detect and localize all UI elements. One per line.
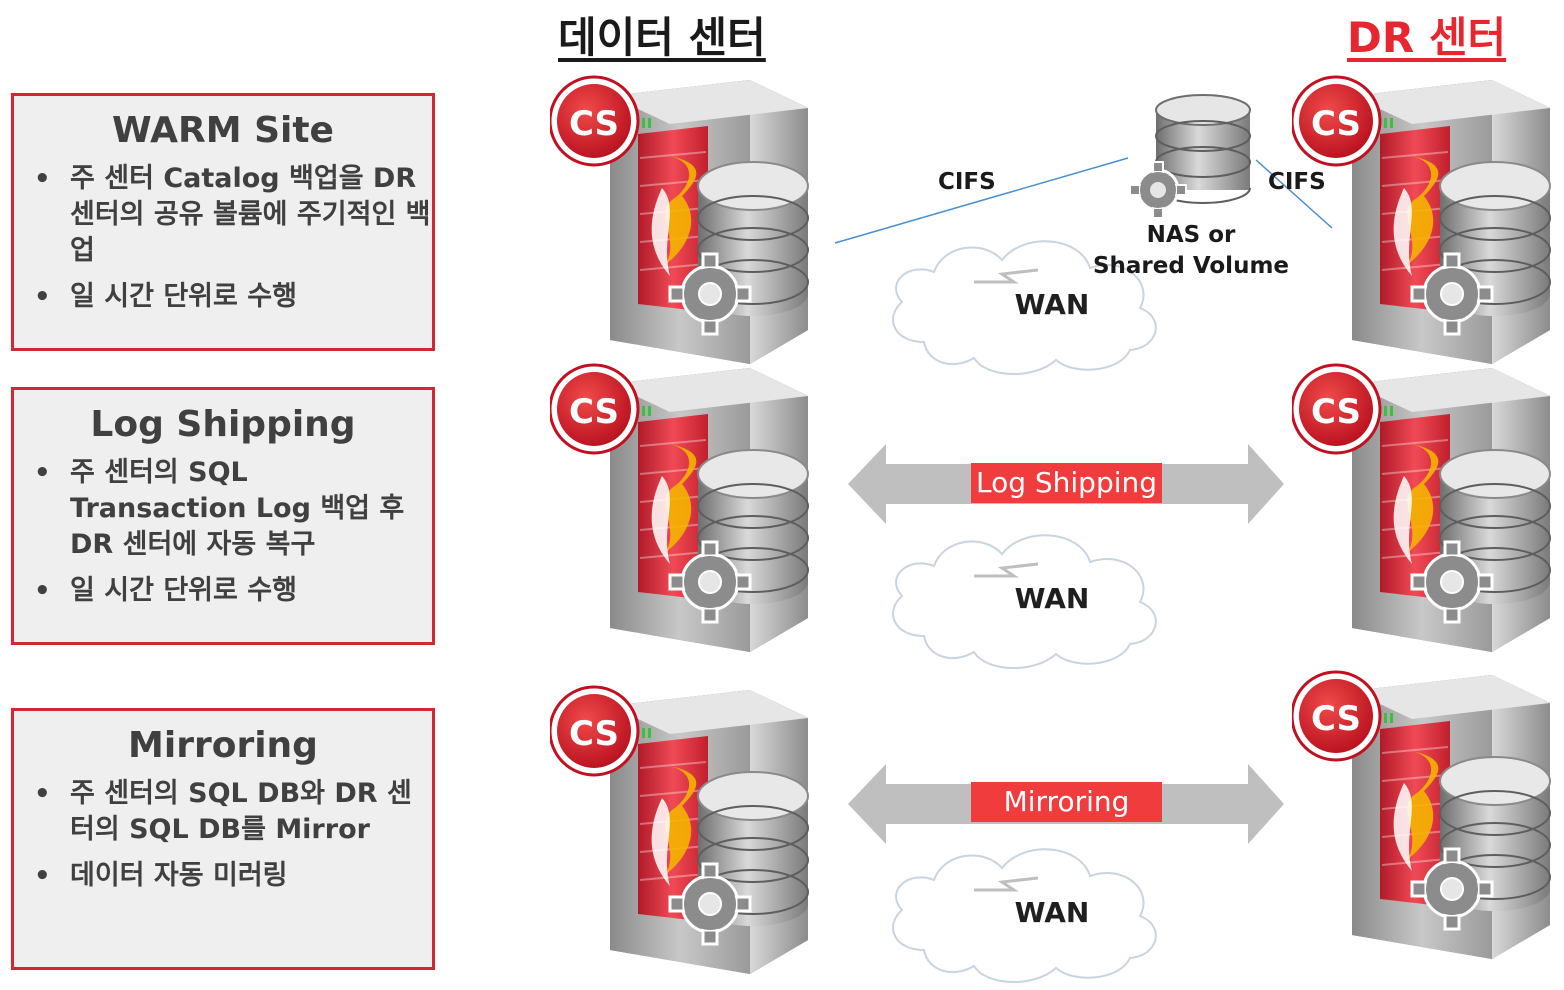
cifs-line-left [834, 157, 1129, 244]
mirroring-link-label: Mirroring [971, 782, 1162, 822]
server-icon: CS [550, 75, 810, 366]
mirroring-box: Mirroring 주 센터의 SQL DB와 DR 센터의 SQL DB를 M… [11, 708, 435, 970]
mirroring-title: Mirroring [128, 725, 318, 766]
log-shipping-box: Log Shipping 주 센터의 SQL Transaction Log 백… [11, 387, 435, 645]
cs-badge: CS [569, 392, 619, 432]
log-shipping-bullet: 일 시간 단위로 수행 [34, 573, 432, 609]
warm-site-bullet: 주 센터 Catalog 백업을 DR 센터의 공유 볼륨에 주기적인 백업 [34, 161, 432, 269]
log-shipping-link-label: Log Shipping [971, 463, 1162, 503]
lightning-icon [974, 876, 1039, 892]
cs-badge: CS [1311, 104, 1361, 144]
data-center-header: 데이터 센터 [558, 13, 766, 62]
mirroring-bullet: 주 센터의 SQL DB와 DR 센터의 SQL DB를 Mirror [34, 776, 432, 848]
wan-link: WAN [974, 876, 1090, 929]
lightning-icon [974, 268, 1039, 284]
server-icon: CS [1292, 363, 1552, 654]
mirroring-bullets: 주 센터의 SQL DB와 DR 센터의 SQL DB를 Mirror 데이터 … [14, 776, 432, 894]
nas-label: NAS or Shared Volume [1088, 220, 1294, 282]
server-icon: CS [550, 685, 810, 976]
dr-center-header: DR 센터 [1347, 13, 1507, 62]
wan-label: WAN [1015, 896, 1090, 929]
cs-badge: CS [569, 104, 619, 144]
cifs-line-right [1255, 159, 1333, 229]
cs-badge: CS [1311, 392, 1361, 432]
wan-link: WAN [974, 268, 1090, 321]
cifs-label-left: CIFS [938, 169, 996, 195]
cifs-label-right: CIFS [1268, 169, 1326, 195]
log-shipping-bullet: 주 센터의 SQL Transaction Log 백업 후 DR 센터에 자동… [34, 455, 432, 563]
cs-badge: CS [569, 714, 619, 754]
wan-label: WAN [1015, 582, 1090, 615]
warm-site-bullet: 일 시간 단위로 수행 [34, 279, 432, 315]
nas-storage-icon [1129, 94, 1251, 219]
cs-badge: CS [1311, 699, 1361, 739]
wan-label: WAN [1015, 288, 1090, 321]
diagram-connectors [834, 157, 1333, 244]
warm-site-title: WARM Site [112, 110, 334, 151]
log-shipping-bullets: 주 센터의 SQL Transaction Log 백업 후 DR 센터에 자동… [14, 455, 432, 609]
nas-label-line1: NAS or [1146, 222, 1236, 248]
server-icon: CS [1292, 670, 1552, 961]
lightning-icon [974, 562, 1039, 578]
wan-link: WAN [974, 562, 1090, 615]
server-icon: CS [550, 363, 810, 654]
server-icon: CS [1292, 75, 1552, 366]
warm-site-box: WARM Site 주 센터 Catalog 백업을 DR 센터의 공유 볼륨에… [11, 93, 435, 351]
mirroring-bullet: 데이터 자동 미러링 [34, 858, 432, 894]
warm-site-bullets: 주 센터 Catalog 백업을 DR 센터의 공유 볼륨에 주기적인 백업 일… [14, 161, 432, 315]
nas-label-line2: Shared Volume [1092, 253, 1290, 279]
log-shipping-title: Log Shipping [90, 404, 356, 445]
